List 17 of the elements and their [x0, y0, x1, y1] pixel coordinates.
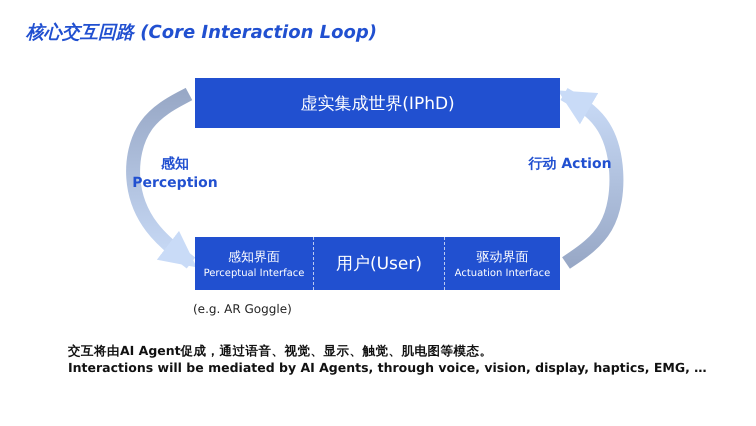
title: 核心交互回路 (Core Interaction Loop)	[26, 21, 377, 44]
node-title: 感知界面	[228, 249, 280, 266]
example-note: (e.g. AR Goggle)	[193, 302, 292, 316]
node-title: 驱动界面	[476, 249, 528, 266]
world-box	[195, 78, 560, 128]
curved-arrow	[126, 88, 197, 269]
node-subtitle: Actuation Interface	[454, 268, 550, 279]
note-text: Interactions will be mediated by AI Agents, through voice, vision, display, haptics, EMG, …	[68, 360, 707, 375]
node-subtitle: Perceptual Interface	[204, 268, 304, 279]
interface-cell	[444, 237, 560, 290]
node-title: 虚实集成世界(IPhD)	[300, 92, 455, 114]
interface-cell	[313, 237, 444, 290]
interface-cell	[195, 237, 313, 290]
edge-label: 行动 Action	[527, 155, 613, 174]
edge-label: 感知 Perception	[131, 155, 219, 193]
node-title: 用户(User)	[336, 253, 422, 275]
note-text: 交互将由AI Agent促成，通过语音、视觉、显示、触觉、肌电图等模态。	[68, 343, 493, 360]
